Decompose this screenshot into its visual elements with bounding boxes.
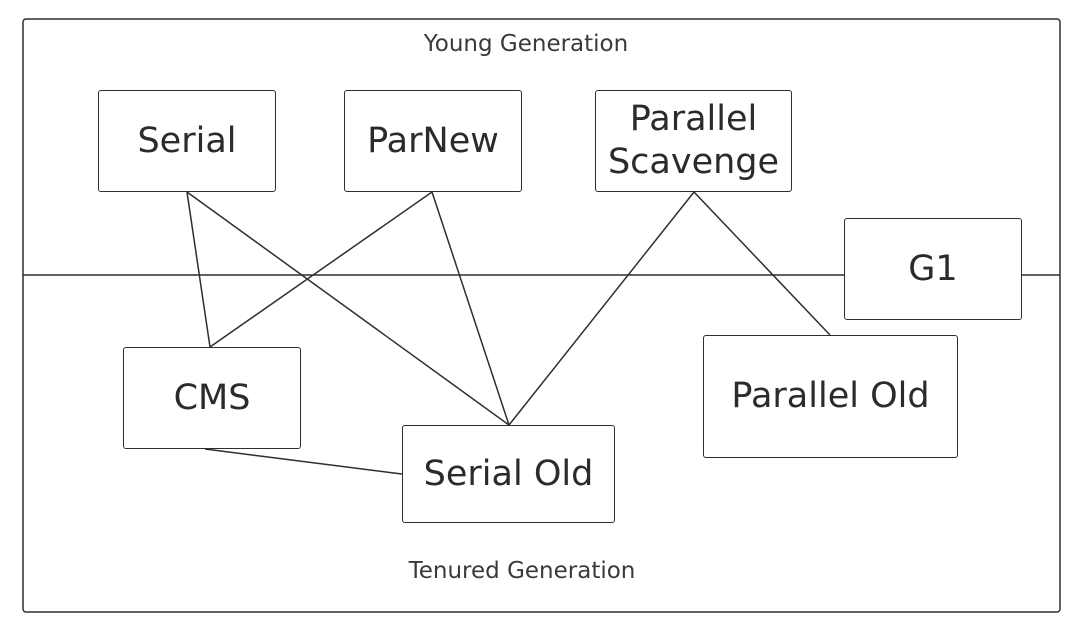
serial-old-collector-box: Serial Old (402, 425, 615, 523)
serial-old-collector-label: Serial Old (423, 453, 594, 494)
cms-collector-label: CMS (173, 377, 251, 418)
g1-collector-box: G1 (844, 218, 1022, 320)
parallel-scavenge-collector-label: Parallel Scavenge (607, 99, 780, 182)
serial-collector-box: Serial (98, 90, 276, 192)
connection-parallel-scavenge-to-serial-old (508, 191, 695, 426)
connection-lines (186, 191, 831, 475)
diagram-frame (22, 18, 1061, 613)
connection-serial-to-cms (186, 191, 211, 348)
connection-parnew-to-cms (209, 191, 433, 348)
parallel-old-collector-label: Parallel Old (731, 376, 930, 417)
g1-collector-label: G1 (908, 248, 958, 289)
serial-collector-label: Serial (137, 120, 237, 161)
connection-parallel-scavenge-to-parallel-old (693, 191, 831, 336)
parnew-collector-box: ParNew (344, 90, 522, 192)
parallel-scavenge-collector-box: Parallel Scavenge (595, 90, 792, 192)
tenured-generation-label: Tenured Generation (408, 558, 636, 584)
parallel-old-collector-box: Parallel Old (703, 335, 958, 458)
connection-parnew-to-serial-old (431, 191, 510, 426)
young-generation-label: Young Generation (423, 31, 629, 57)
connection-cms-to-serial-old (204, 448, 403, 475)
connection-serial-to-serial-old (186, 191, 510, 426)
cms-collector-box: CMS (123, 347, 301, 449)
parnew-collector-label: ParNew (367, 120, 499, 161)
